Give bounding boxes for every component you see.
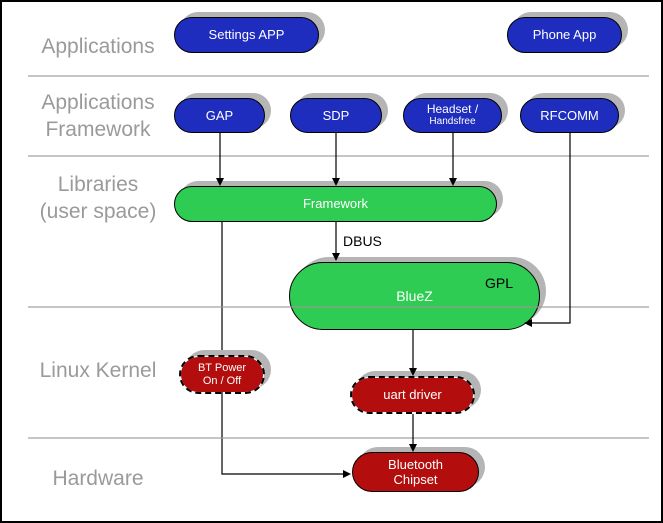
- node-label-line2: Chipset: [393, 472, 438, 487]
- layer-label-line: Libraries: [57, 173, 139, 196]
- layer-label-hardware: Hardware: [52, 467, 144, 490]
- connector-framework-to-chipset-line: [221, 222, 343, 475]
- layer-label-applications: Applications: [41, 35, 155, 58]
- node-bt-power-on-off: BT Power On / Off: [179, 355, 265, 394]
- node-label: RFCOMM: [540, 107, 599, 123]
- node-label-line1: Bluetooth: [388, 457, 443, 472]
- node-label: Framework: [302, 196, 368, 212]
- node-settings-app: Settings APP: [174, 17, 319, 53]
- node-sdp: SDP: [290, 98, 382, 133]
- node-label: GAP: [205, 107, 234, 123]
- layer-label-applications-framework: Applications Framework: [22, 89, 174, 143]
- node-label-line1: BT Power: [197, 361, 247, 374]
- node-phone-app: Phone App: [507, 17, 622, 53]
- node-label: SDP: [322, 107, 350, 123]
- layer-label-line: (user space): [39, 200, 157, 223]
- dbus-arrow-label: DBUS: [343, 233, 382, 249]
- node-label: uart driver: [383, 387, 442, 403]
- node-rfcomm: RFCOMM: [520, 98, 619, 133]
- layer-label-libraries: Libraries (user space): [22, 171, 174, 225]
- layer-label-linux-kernel: Linux Kernel: [39, 359, 157, 382]
- node-framework: Framework: [174, 186, 497, 222]
- node-bluez: GPL BlueZ: [289, 262, 540, 330]
- gpl-license-tag: GPL: [484, 275, 513, 291]
- layer-label-line: Applications: [41, 91, 155, 114]
- node-label-line1: Headset /: [426, 102, 479, 116]
- node-bluetooth-chipset: Bluetooth Chipset: [352, 452, 479, 492]
- node-label: Phone App: [532, 27, 597, 43]
- node-headset-handsfree: Headset / Handsfree: [403, 98, 502, 133]
- node-label-line2: On / Off: [202, 374, 242, 387]
- node-gap: GAP: [174, 98, 265, 133]
- node-uart-driver: uart driver: [350, 376, 475, 414]
- layer-label-line: Framework: [45, 118, 151, 141]
- node-label: Settings APP: [208, 27, 285, 43]
- connector-framework-to-chipset-arrowhead: [343, 470, 351, 478]
- node-label-line2: Handsfree: [429, 116, 476, 127]
- node-label: BlueZ: [396, 287, 433, 304]
